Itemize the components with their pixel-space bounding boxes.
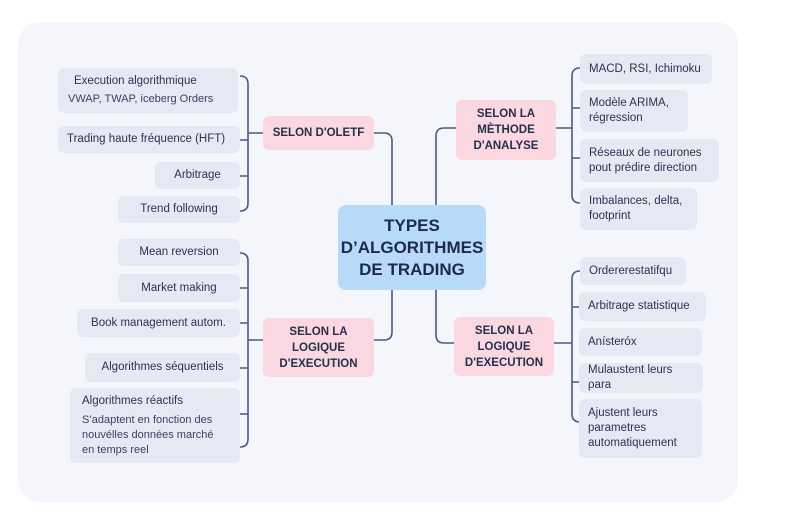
- bracket-oletf: [239, 75, 263, 212]
- leaf-title: Réseaux de neurones pout prédire directi…: [589, 146, 702, 174]
- branch-analyse-label: SELON LA MÈTHODE D'ANALYSE: [473, 108, 539, 152]
- leaf-subtitle: VWAP, TWAP, iceberg Orders: [68, 93, 214, 105]
- central-topic[interactable]: TYPES D’ALGORITHMES DE TRADING: [338, 205, 486, 290]
- leaf-title: Execution algorithmique: [74, 75, 197, 87]
- leaf-algorithmes-reactifs[interactable]: Algorithmes réactifs S’adaptent en fonct…: [70, 388, 240, 463]
- leaf-title: Arbitrage: [174, 169, 221, 181]
- connector-center-oletf: [374, 132, 393, 205]
- leaf-title: Ordererestatifqu: [589, 264, 673, 277]
- leaf-title: Algorithmes réactifs: [82, 394, 183, 407]
- leaf-title: Mean reversion: [139, 246, 219, 258]
- leaf-title: Arbitrage statistique: [588, 300, 690, 312]
- leaf-title: Modèle ARIMA, régression: [589, 97, 669, 124]
- branch-execution-left[interactable]: SELON LA LOGIQUE D'EXECUTION: [263, 318, 374, 377]
- leaf-title: MACD, RSI, Ichimoku: [589, 62, 701, 75]
- leaf-imbalances[interactable]: Imbalances, delta, footprint: [580, 188, 697, 230]
- branch-oletf-label: SELON D'OLETF: [272, 127, 365, 139]
- leaf-ajustent-parametres[interactable]: Ajustent leurs parametres automatiquemen…: [579, 399, 702, 458]
- leaf-anisterox[interactable]: Anísteróx: [579, 328, 702, 356]
- leaf-title: Book management autom.: [91, 316, 226, 329]
- leaf-arbitrage[interactable]: Arbitrage: [155, 162, 240, 189]
- leaf-market-making[interactable]: Market making: [118, 274, 240, 302]
- branch-analyse[interactable]: SELON LA MÈTHODE D'ANALYSE: [456, 100, 556, 160]
- bracket-exec-right: [554, 270, 581, 423]
- branch-execution-right[interactable]: SELON LA LOGIQUE D'EXECUTION: [454, 317, 554, 376]
- leaf-arima[interactable]: Modèle ARIMA, régression: [580, 90, 688, 132]
- leaf-title: Anísteróx: [588, 335, 637, 348]
- branch-execution-left-label: SELON LA LOGIQUE D'EXECUTION: [279, 325, 358, 370]
- leaf-title: Market making: [141, 281, 217, 294]
- connector-center-exec-left: [374, 290, 393, 341]
- central-topic-label: TYPES D’ALGORITHMES DE TRADING: [340, 215, 484, 279]
- leaf-arbitrage-statistique[interactable]: Arbitrage statistique: [579, 292, 706, 321]
- leaf-title: Imbalances, delta, footprint: [589, 195, 683, 222]
- leaf-algorithmes-sequentiels[interactable]: Algorithmes séquentiels: [85, 353, 240, 382]
- branch-execution-right-label: SELON LA LOGIQUE D'EXECUTION: [464, 324, 544, 369]
- leaf-title: Trend following: [140, 203, 218, 215]
- leaf-macd-rsi[interactable]: MACD, RSI, Ichimoku: [580, 54, 712, 84]
- leaf-reseaux-neurones[interactable]: Réseaux de neurones pout prédire directi…: [580, 139, 719, 182]
- connector-center-exec-right: [435, 290, 454, 344]
- connector-center-analyse: [435, 127, 456, 205]
- leaf-subtitle: S’adaptent en fonction des nouvélles don…: [82, 413, 214, 456]
- leaf-orderer[interactable]: Ordererestatifqu: [580, 257, 686, 285]
- leaf-trend-following[interactable]: Trend following: [118, 196, 240, 223]
- leaf-title: Trading haute fréquence (HFT): [67, 133, 226, 145]
- bracket-exec-left: [239, 252, 263, 448]
- leaf-book-management[interactable]: Book management autom.: [77, 309, 240, 337]
- leaf-mulaustent[interactable]: Mulaustent leurs ρara: [579, 363, 703, 393]
- leaf-mean-reversion[interactable]: Mean reversion: [118, 239, 240, 266]
- leaf-title: Ajustent leurs parametres automatiquemen…: [588, 407, 677, 449]
- leaf-title: Algorithmes séquentiels: [101, 361, 224, 373]
- leaf-hft[interactable]: Trading haute fréquence (HFT): [58, 126, 240, 153]
- leaf-title: Mulaustent leurs ρara: [588, 364, 673, 391]
- bracket-analyse: [556, 67, 581, 204]
- leaf-execution-algorithmique[interactable]: Execution algorithmique VWAP, TWAP, iceb…: [58, 68, 238, 113]
- branch-oletf[interactable]: SELON D'OLETF: [263, 116, 374, 150]
